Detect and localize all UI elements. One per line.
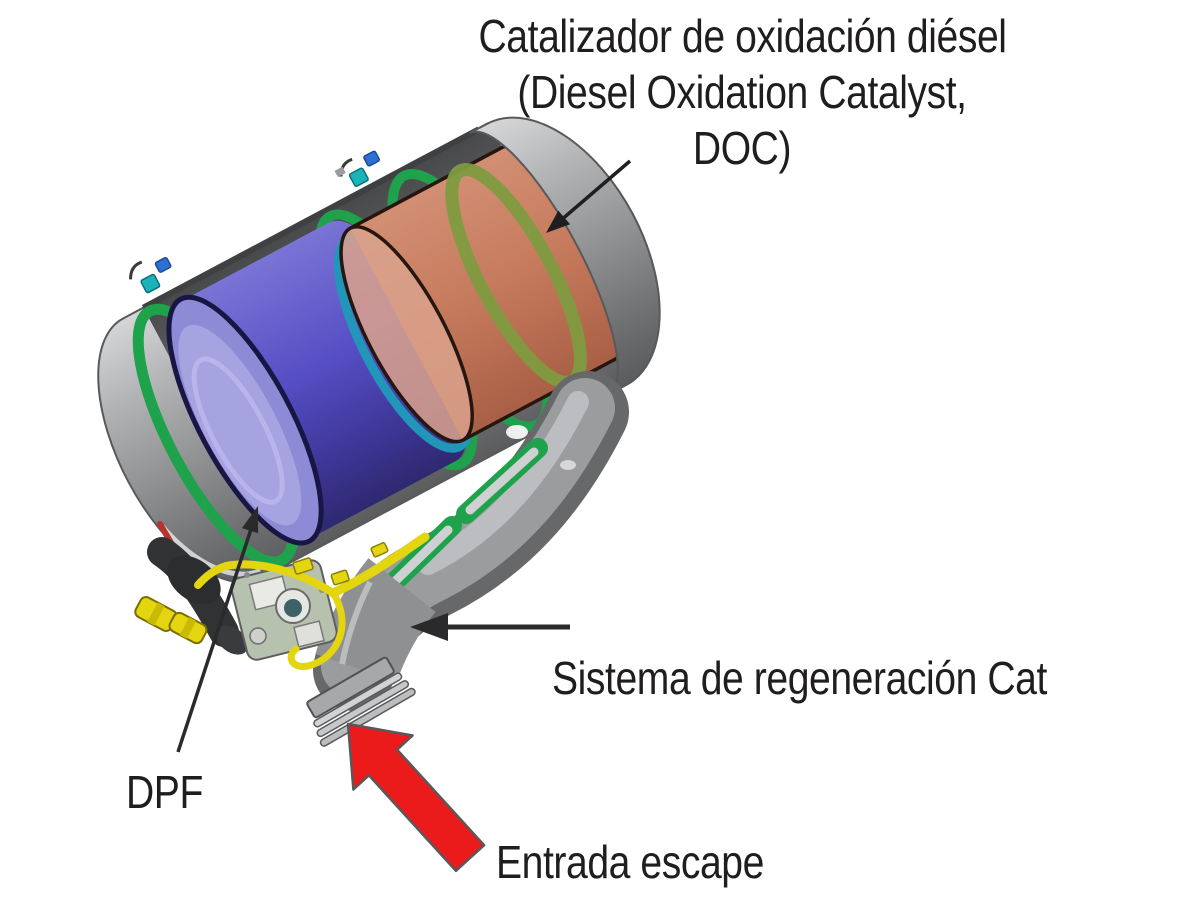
valve-block	[293, 620, 325, 648]
specular-dot	[506, 425, 528, 439]
harness-run-left	[194, 562, 230, 589]
cutaway-rim-edge	[141, 126, 481, 311]
inlet-funnel	[315, 558, 437, 683]
harness-run-upper	[222, 560, 337, 597]
funnel-highlight	[339, 580, 373, 665]
regen-label: Sistema de regeneración Cat	[552, 652, 1047, 704]
housing-right-cover	[469, 116, 661, 396]
doc-label: Catalizador de oxidación diésel (Diesel …	[478, 8, 1007, 176]
doc-label-line3: DOC)	[692, 122, 792, 174]
pipe-clamp-upper	[456, 438, 548, 524]
doc-face	[339, 224, 474, 444]
valve-bolt	[244, 572, 250, 578]
harness-connector-2	[168, 611, 208, 645]
canister-assembly	[97, 116, 661, 584]
dpf-label: DPF	[126, 766, 203, 818]
pressure-sensor-blue-icon	[154, 256, 172, 273]
doc-cylinder	[339, 144, 626, 444]
doc-pointer-arrow-icon	[546, 159, 632, 233]
dpf-face-inner-disk	[178, 324, 302, 526]
sensor-wire-icon	[129, 260, 143, 280]
inlet-label: Entrada escape	[496, 836, 764, 888]
harness-clip	[292, 557, 314, 575]
sensor-bracket	[334, 166, 346, 178]
sensor-cluster-right	[334, 150, 380, 187]
temp-sensor-teal-icon	[140, 273, 161, 294]
sensor-cluster-left	[129, 256, 172, 294]
pressure-sensor-blue-icon	[363, 150, 380, 167]
dpf-leader-arrow-icon	[176, 506, 259, 753]
dpf-body	[181, 222, 456, 540]
specular-dot	[560, 460, 576, 470]
temp-sensor-teal-icon	[348, 167, 369, 187]
inlet-pipe	[306, 371, 629, 747]
inlet-flange	[306, 656, 416, 747]
harness-clip	[330, 569, 350, 586]
valve-port-inner	[284, 599, 302, 617]
pipe-highlight	[417, 391, 589, 575]
wiring-harness	[194, 532, 430, 670]
exhaust-inlet-arrow-icon	[346, 722, 486, 873]
regen-pointer-arrow-icon	[410, 613, 570, 641]
doc-label-line1: Catalizador de oxidación diésel	[478, 10, 1007, 62]
harness-clip	[370, 542, 389, 558]
doc-label-line2: (Diesel Oxidation Catalyst,	[517, 66, 967, 118]
harness-run-main	[328, 532, 430, 598]
harness-loop	[287, 589, 346, 670]
valve-bolt	[249, 627, 267, 645]
dpf-face-inner-ring	[191, 356, 285, 505]
